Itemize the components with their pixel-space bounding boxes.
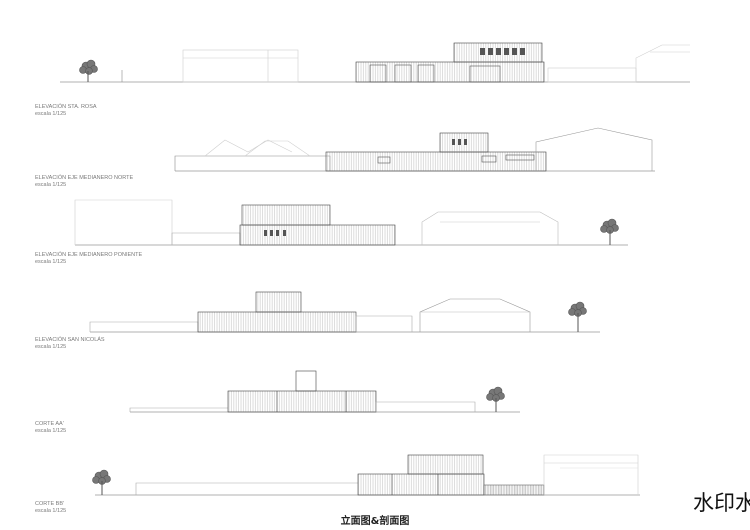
tree-icon bbox=[92, 469, 111, 495]
drawing-label: CORTE AA' escala 1/125 bbox=[35, 421, 66, 435]
drawing-label: ELEVACIÓN SAN NICOLÁS escala 1/125 bbox=[35, 337, 105, 351]
drawing-scale: escala 1/125 bbox=[35, 182, 67, 188]
drawing-label: ELEVACIÓN EJE MEDIANERO PONIENTE escala … bbox=[35, 252, 142, 266]
drawing-scale: escala 1/125 bbox=[35, 508, 67, 514]
elevation-medianero-norte bbox=[174, 127, 655, 172]
drawing-label: ELEVACIÓN STA. ROSA escala 1/125 bbox=[35, 104, 97, 118]
elevation-medianero-poniente bbox=[74, 199, 628, 246]
tree-icon bbox=[600, 218, 619, 245]
tree-icon bbox=[568, 301, 587, 332]
drawing-title: ELEVACIÓN EJE MEDIANERO PONIENTE bbox=[35, 252, 143, 258]
drawing-title: ELEVACIÓN STA. ROSA bbox=[35, 104, 97, 110]
section-aa bbox=[129, 370, 520, 413]
tree-icon bbox=[79, 59, 98, 82]
drawing-label: CORTE BB' escala 1/125 bbox=[35, 501, 66, 515]
drawing-title: ELEVACIÓN EJE MEDIANERO NORTE bbox=[35, 175, 134, 181]
elevation-san-nicolas bbox=[89, 291, 600, 333]
elevation-sta-rosa bbox=[60, 42, 690, 83]
drawing-title: CORTE BB' bbox=[35, 501, 65, 507]
watermark: 水印水 bbox=[693, 491, 750, 515]
drawing-scale: escala 1/125 bbox=[35, 428, 67, 434]
drawing-title: CORTE AA' bbox=[35, 421, 64, 427]
drawing-label: ELEVACIÓN EJE MEDIANERO NORTE escala 1/1… bbox=[35, 175, 133, 189]
drawing-scale: escala 1/125 bbox=[35, 259, 67, 265]
drawing-scale: escala 1/125 bbox=[35, 111, 67, 117]
tree-icon bbox=[486, 386, 505, 412]
drawing-scale: escala 1/125 bbox=[35, 344, 67, 350]
drawing-title: ELEVACIÓN SAN NICOLÁS bbox=[35, 337, 105, 343]
figure-caption: 立面图&剖面图 bbox=[340, 516, 410, 527]
section-bb bbox=[92, 454, 640, 496]
